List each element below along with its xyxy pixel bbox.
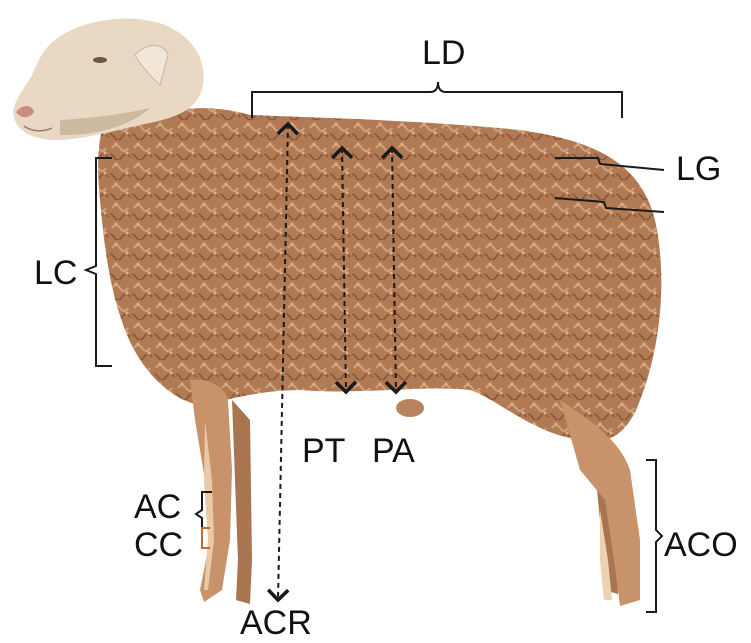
label-lc: LC	[34, 254, 77, 292]
sheep-eye	[93, 57, 107, 63]
label-aco: ACO	[664, 526, 738, 564]
label-lg: LG	[676, 150, 721, 188]
label-acr: ACR	[240, 604, 312, 642]
label-ac: AC	[134, 488, 181, 526]
aco-bracket	[646, 460, 662, 612]
label-pa: PA	[372, 432, 415, 470]
ld-bracket	[252, 82, 622, 118]
sheep-illustration	[13, 19, 661, 606]
belly-bump	[396, 399, 424, 417]
label-cc: CC	[134, 526, 183, 564]
far-front-leg	[232, 400, 252, 604]
label-pt: PT	[302, 432, 345, 470]
label-ld: LD	[422, 34, 465, 72]
